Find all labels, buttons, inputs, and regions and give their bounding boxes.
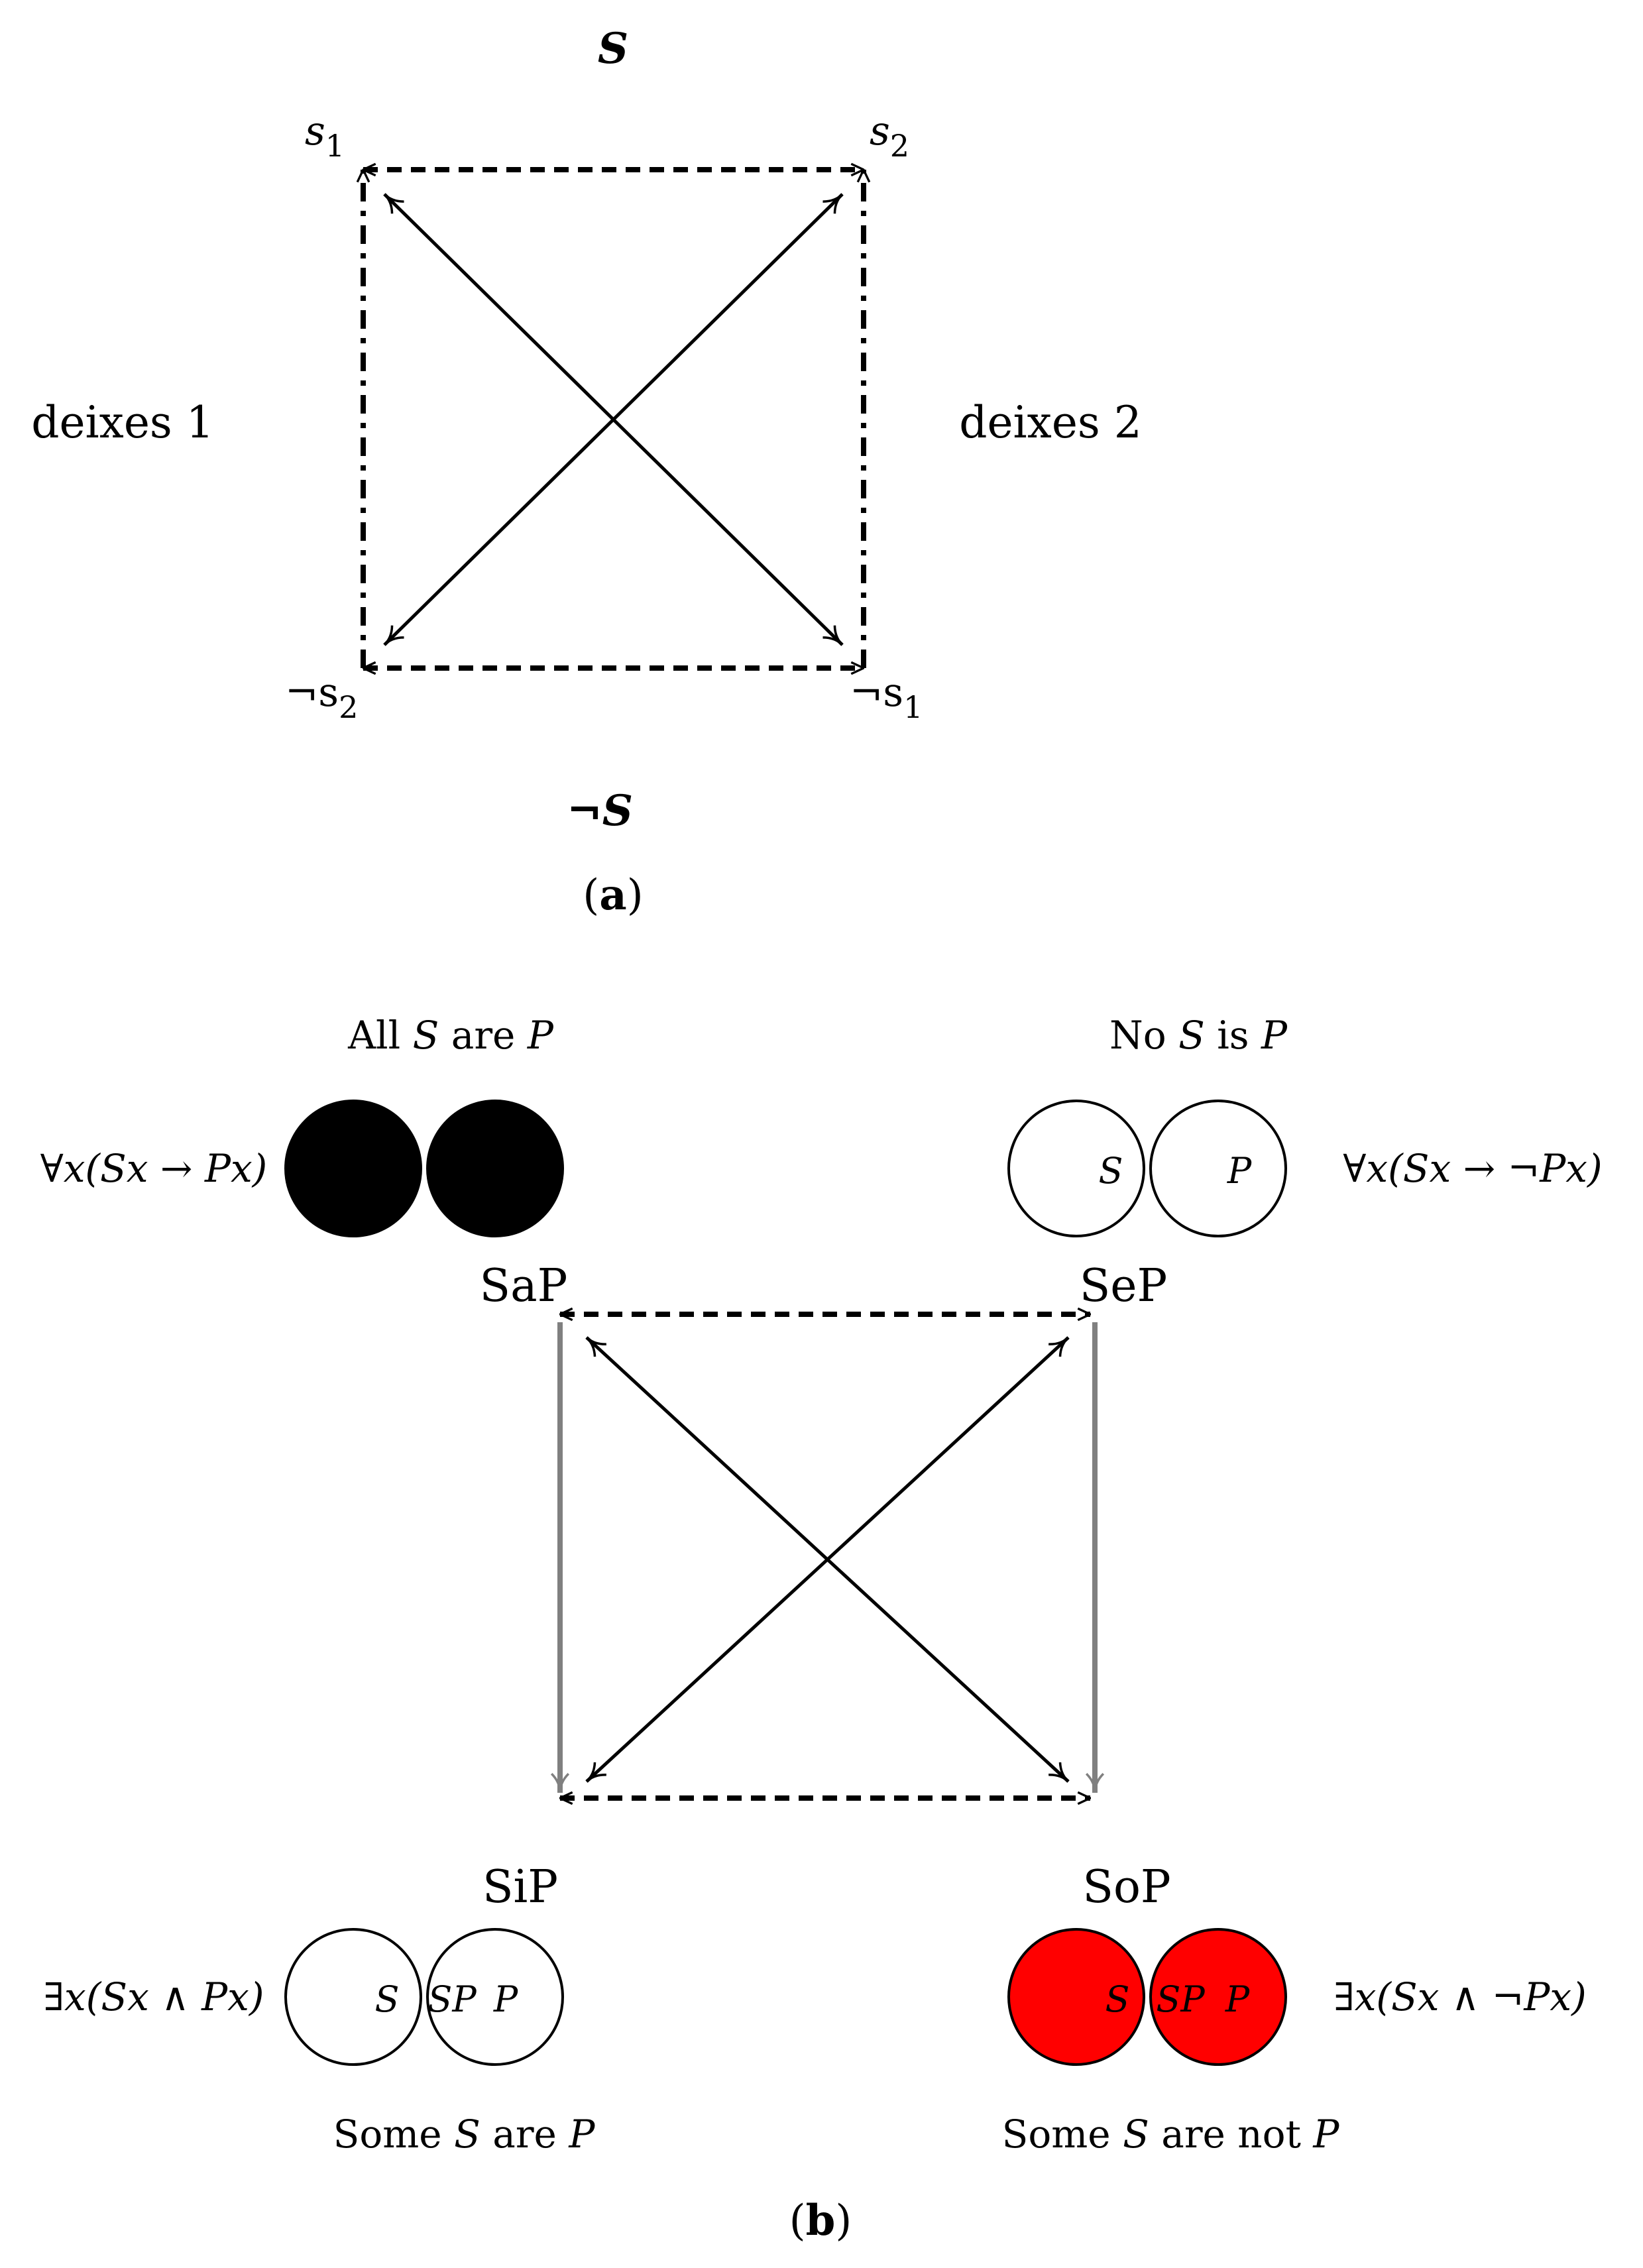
sop-formula: ∃x(Sx ∧ ¬Px)	[1333, 1974, 1587, 2019]
sap-venn-p-label: P	[492, 1150, 518, 1192]
sip-description: Some S are P	[333, 2112, 596, 2157]
panel-a-caption: (a)	[583, 870, 643, 920]
sop-venn-circle-s	[1007, 1928, 1145, 2066]
sop-group: ∃x(Sx ∧ ¬Px) S SP P Some S are not P	[1002, 1928, 1587, 2157]
vertex-sep-label: SeP	[1080, 1260, 1168, 1312]
sip-group: ∃x(Sx ∧ Px) S SP P Some S are P	[44, 1928, 596, 2157]
sop-description: Some S are not P	[1002, 2112, 1340, 2157]
semantic-axis-s-label: S	[598, 24, 628, 74]
sip-venn-s-label: S	[375, 1978, 400, 2020]
deixis-1-label: deixes 1	[31, 397, 214, 448]
sap-description: All S are P	[347, 1013, 554, 1058]
sap-group: All S are P ∀x(Sx → Px) S P	[40, 1013, 564, 1237]
deixis-2-label: deixes 2	[959, 397, 1142, 448]
panel-b-square-of-opposition: SaP SeP SiP SoP All S are P ∀x(Sx → Px) …	[40, 1013, 1603, 2245]
sap-venn-circle-s	[284, 1100, 422, 1237]
sap-venn-diagram: S P	[284, 1100, 564, 1237]
vertex-sip-label: SiP	[482, 1861, 558, 1913]
contradiction-diagonal-s2	[383, 193, 844, 646]
semantic-axis-not-s-label: ¬S	[567, 786, 633, 836]
corner-not-s1-label: ¬s1	[850, 669, 923, 725]
vertex-sop-label: SoP	[1082, 1861, 1170, 1913]
sip-formula: ∃x(Sx ∧ Px)	[44, 1974, 264, 2019]
sap-venn-shaded-region	[286, 1100, 563, 1237]
sop-venn-sp-label: SP	[1156, 1978, 1206, 2020]
sip-venn-circle-p	[426, 1928, 564, 2066]
corner-s2-label: s2	[870, 108, 909, 164]
sep-venn-s-label: S	[1099, 1150, 1123, 1192]
sep-venn-circle-s	[1007, 1100, 1145, 1237]
sop-venn-shaded-region	[1009, 1929, 1286, 2065]
sop-venn-diagram: S SP P	[1007, 1928, 1287, 2066]
sep-venn-p-label: P	[1227, 1150, 1253, 1192]
sep-description: No S is P	[1109, 1013, 1288, 1058]
sip-venn-circle-s	[284, 1928, 422, 2066]
sap-venn-s-label: S	[444, 1150, 469, 1192]
sip-venn-sp-label: SP	[427, 1978, 477, 2020]
panel-b-caption: (b)	[789, 2196, 852, 2245]
sop-venn-p-label: P	[1225, 1978, 1251, 2020]
sep-formula: ∀x(Sx → ¬Px)	[1343, 1146, 1602, 1191]
sip-venn-diagram: S SP P	[284, 1928, 564, 2066]
sap-formula: ∀x(Sx → Px)	[40, 1146, 268, 1191]
contradiction-diagonal-sep-sip	[585, 1336, 1070, 1783]
sep-venn-diagram: S P	[1007, 1100, 1287, 1237]
sep-group: No S is P ∀x(Sx → ¬Px) S P	[1007, 1013, 1603, 1237]
sip-venn-p-label: P	[493, 1978, 519, 2020]
corner-s1-label: s1	[305, 108, 345, 164]
sop-venn-circle-p	[1149, 1928, 1287, 2066]
sop-venn-s-label: S	[1105, 1978, 1130, 2020]
panel-a-semiotic-square: S ¬S deixes 1 deixes 2 s1 s2 ¬s2 ¬s1 (a)	[31, 24, 1142, 920]
sap-venn-circle-p	[426, 1100, 564, 1237]
corner-not-s2-label: ¬s2	[285, 669, 358, 725]
sep-venn-circle-p	[1149, 1100, 1287, 1237]
vertex-sap-label: SaP	[480, 1260, 568, 1312]
